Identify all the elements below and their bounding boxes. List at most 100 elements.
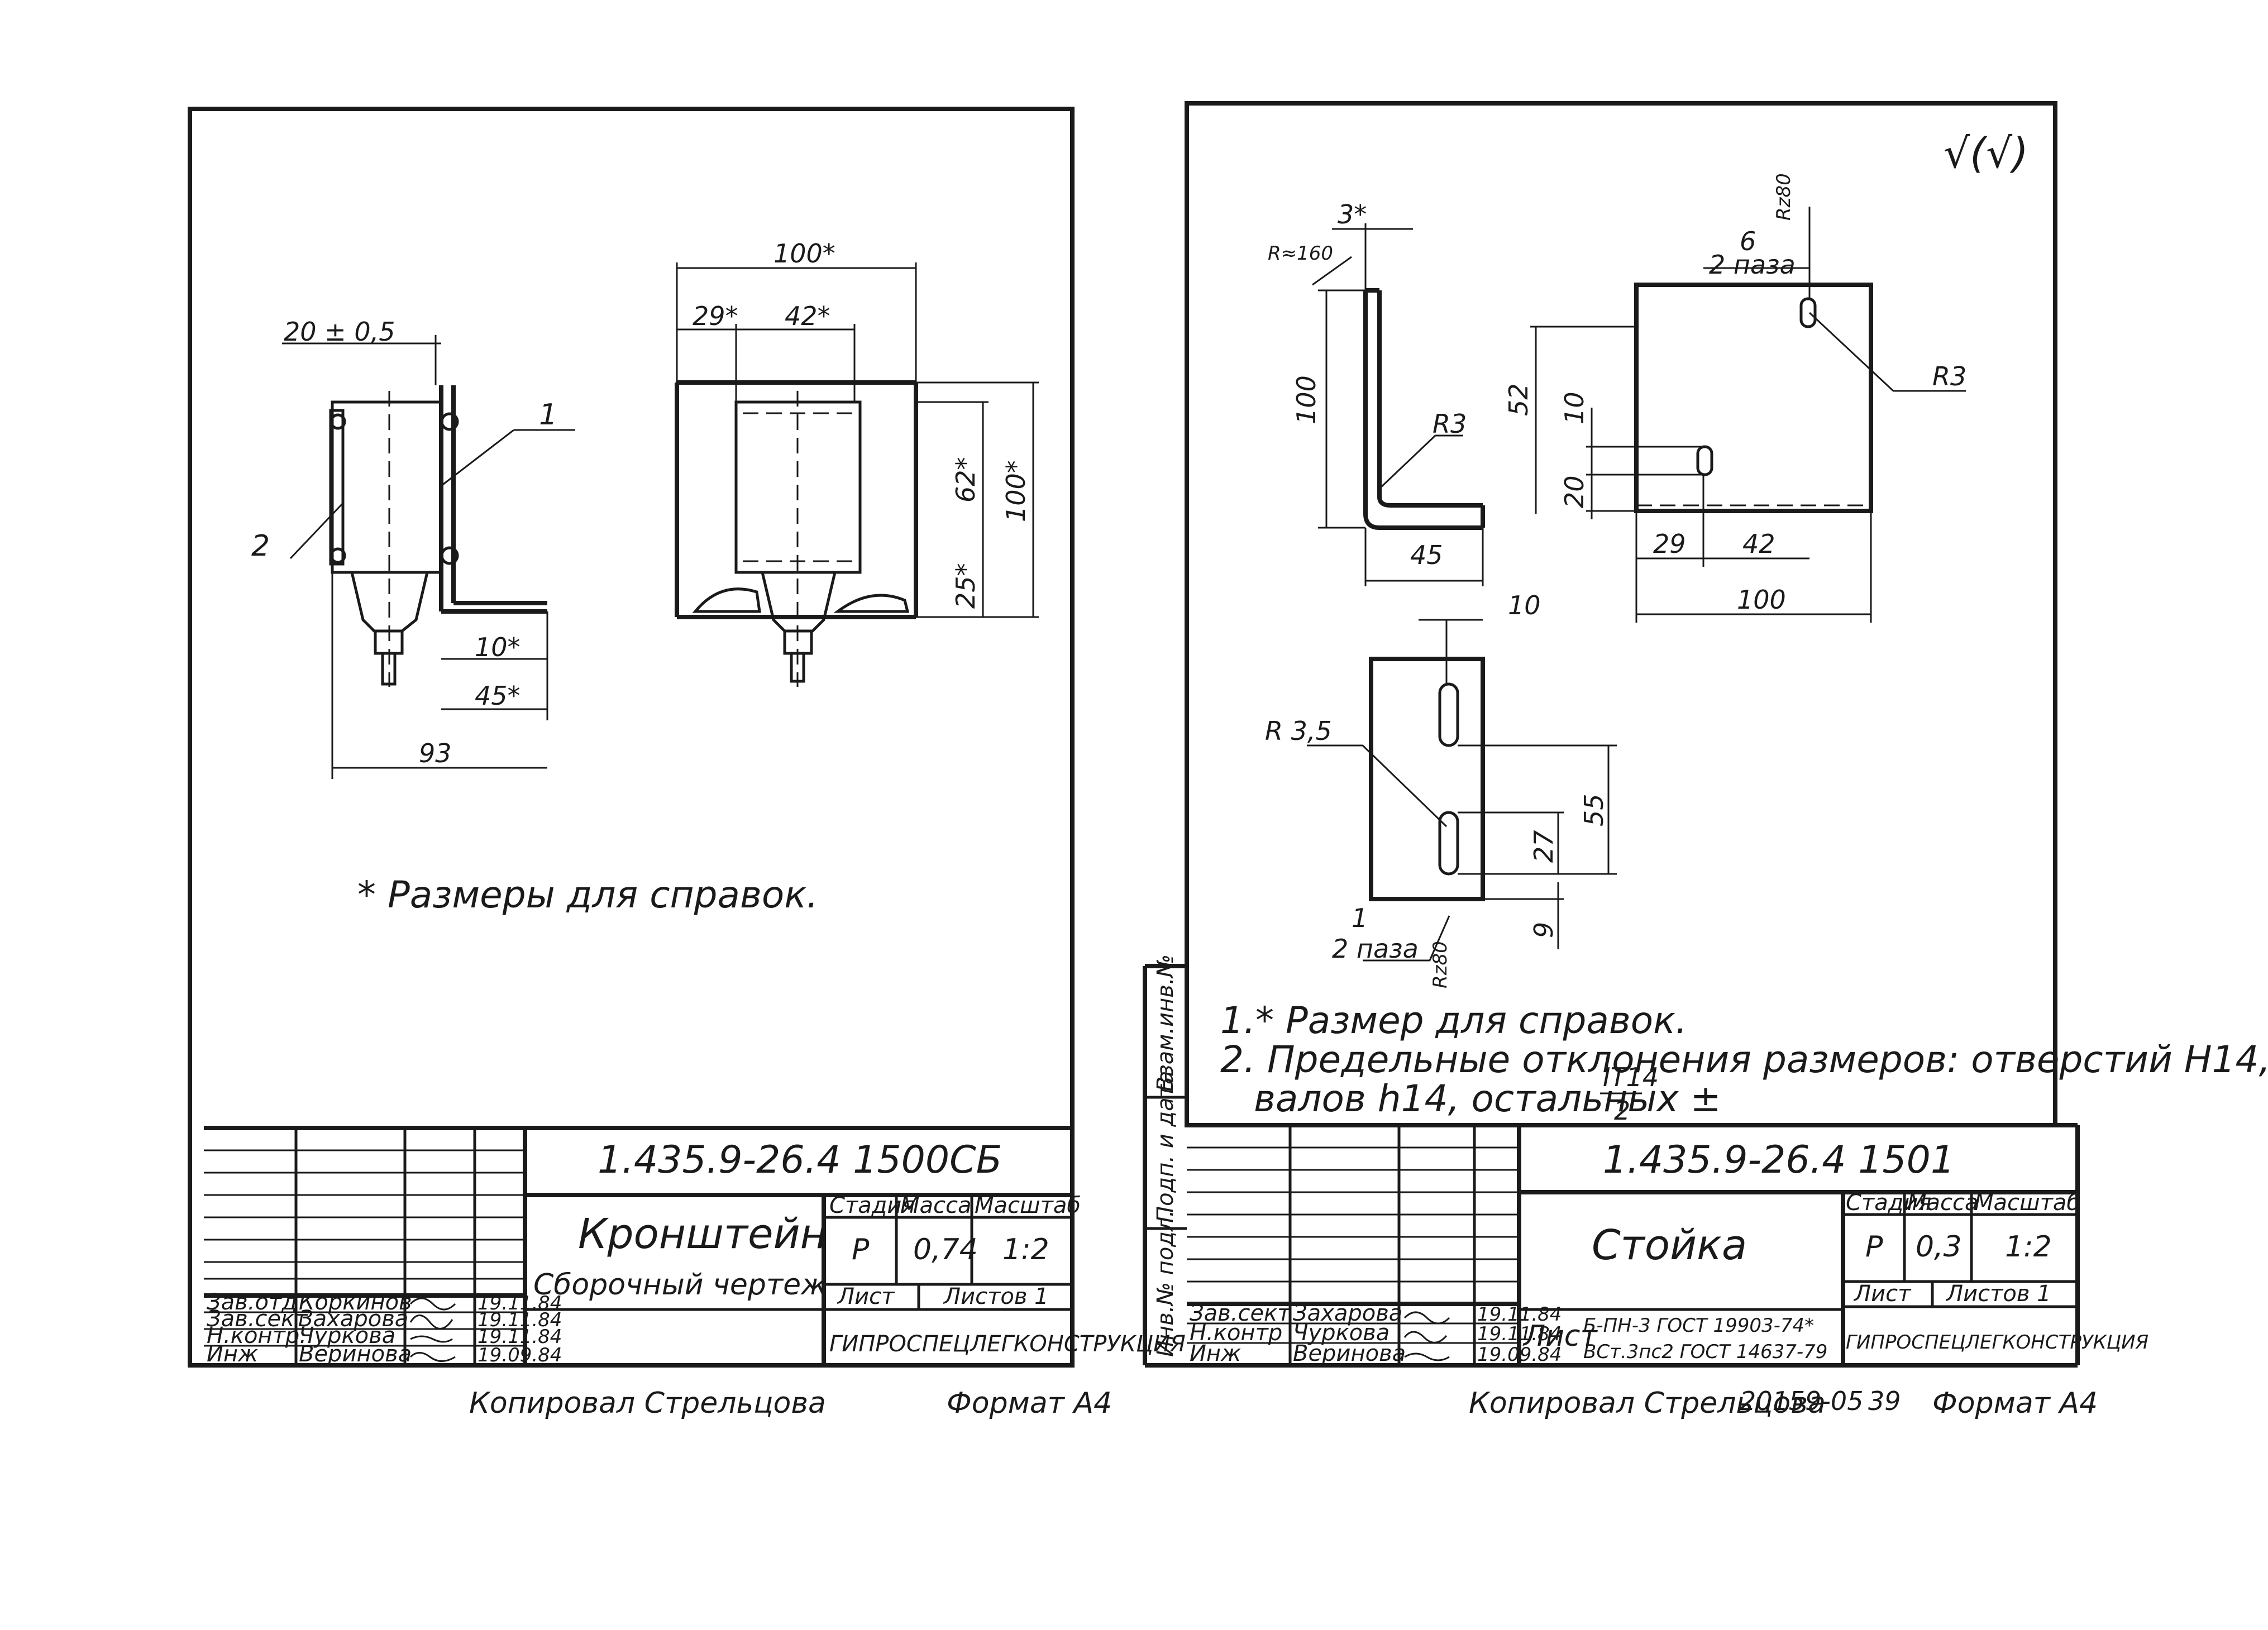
sheet-1-sig-date-3: 19.11.84 [478,1326,562,1348]
slot-count-bottom: 2 паза [1332,934,1419,964]
side-label-sign: Подп. и дата [1153,1071,1178,1223]
dim-42: 42* [785,301,830,331]
dim-62: 62* [951,457,981,503]
sheet-2-stamp-number: 20159-05 [1740,1386,1863,1416]
sheet-2-stage-header: Стадия [1846,1190,1931,1216]
sheet-2-sig-date-2: 19.11.84 [1477,1323,1562,1345]
sheet-1-sig-name-4: Веринова [299,1341,412,1367]
sheet-2-sheet-label: Лист [1853,1281,1912,1307]
dim-20: 20 ± 0,5 [284,317,395,347]
sheet-2-signature-scribbles [1403,1311,1450,1361]
sheet-1-sig-name-3: Чуркова [299,1323,395,1349]
dim-100-vert: 100* [1001,460,1031,522]
slot-count-top: 2 паза [1709,250,1796,280]
sheet-1-sig-name-1: Коркинов [299,1289,412,1315]
tolerance-denominator: 2 [1614,1096,1630,1126]
dim-25: 25* [951,563,981,609]
sheet-1-sig-date-2: 19.11.84 [478,1309,562,1331]
sheet-1-mass-header: Масса [900,1193,972,1218]
sheet-2: Инв.№ подл. Подп. и дата Взам.инв.№ √(√) [1143,101,2268,1420]
sheet-2-note-2: 2. Предельные отклонения размеров: отвер… [1220,1038,2268,1081]
bracket-front-view [675,380,918,687]
position-1-label: 1 [539,398,557,432]
dim-42-plate: 42 [1742,529,1775,559]
dim-29: 29* [693,301,738,331]
sheet-1-sig-date-1: 19.11.84 [478,1292,562,1314]
dim-10: 10* [475,632,521,662]
dim-27: 27 [1529,830,1559,863]
dim-r160: R≈160 [1268,242,1333,265]
sheet-2-title-block [1187,1123,2080,1365]
stand-plate-view [1634,283,1873,513]
dim-45-angle: 45 [1410,540,1443,570]
sheet-1-signature-scribbles [409,1297,456,1362]
sheet-2-dimension-lines [1307,207,1966,962]
sheet-1-title-block [204,1126,1072,1365]
sheet-2-stage: Р [1865,1230,1883,1264]
dim-10-slot: 10 [1508,590,1541,620]
sheet-2-sig-role-3: Инж [1190,1341,1241,1366]
sheet-1-sig-role-2: Зав.сект [207,1306,308,1332]
sheet-2-material-label: Лист [1522,1320,1598,1353]
sheet-1-doc-code: 1.435.9-26.4 1500СБ [598,1138,1002,1182]
dim-52: 52 [1503,383,1534,416]
sheet-1-sig-date-4: 19.09.84 [478,1344,562,1366]
sheet-1-sig-role-3: Н.контр. [207,1323,307,1349]
sheet-2-scale-header: Масштаб [1974,1190,2080,1216]
sheet-1-sheet-label: Лист [837,1284,895,1309]
sheet-2-material-line-2: ВСт.3пс2 ГОСТ 14637-79 [1583,1341,1827,1363]
roughness-top: Rz80 [1773,173,1795,221]
dim-20-plate: 20 [1559,475,1589,508]
sheet-2-mass: 0,3 [1916,1230,1962,1264]
dim-r3-angle: R3 [1433,409,1467,439]
bracket-side-view [329,385,547,687]
sheet-2-scale: 1:2 [2005,1230,2052,1264]
sheet-2-sig-name-3: Веринова [1293,1341,1406,1366]
dim-6: 6 [1740,226,1756,256]
sheet-2-note-3: валов h14, остальных ± [1254,1077,1721,1120]
dim-45: 45* [475,681,521,711]
sheet-2-material-line-1: Б-ПН-3 ГОСТ 19903-74* [1583,1314,1814,1337]
sheet-1-stage-header: Стадия [829,1193,915,1218]
sheet-2-note-1: 1.* Размер для справок. [1220,999,1687,1042]
dim-93: 93 [419,738,452,768]
sheet-2-sig-role-1: Зав.сект [1190,1301,1291,1326]
sheet-1-organization: ГИПРОСПЕЦЛЕГКОНСТРУКЦИЯ [829,1331,1186,1357]
sheet-2-sig-date-3: 19.09.84 [1477,1344,1562,1366]
dim-r3-plate: R3 [1932,361,1966,391]
sheet-2-part-name: Стойка [1592,1221,1747,1269]
sheet-1-sheets-count: Листов 1 [943,1284,1049,1309]
sheet-2-mass-header: Масса [1907,1190,1979,1216]
sheet-1-note: * Размеры для справок. [357,873,818,916]
dim-55: 55 [1579,794,1609,826]
sheet-2-page-number: 39 [1868,1386,1901,1416]
sheet-2-sheets-count: Листов 1 [1945,1281,2051,1307]
sheet-1-scale-header: Масштаб [975,1193,1081,1218]
sheet-2-sig-name-1: Захарова [1293,1301,1402,1326]
sheet-1-part-name: Кронштейн [578,1210,827,1258]
sheet-2-doc-code: 1.435.9-26.4 1501 [1603,1138,1955,1182]
side-label-replace: Взам.инв.№ [1153,954,1178,1092]
sheet-2-sig-role-2: Н.контр [1190,1320,1282,1346]
dim-29-plate: 29 [1653,529,1686,559]
dim-3: 3* [1338,199,1367,230]
tolerance-numerator: IT14 [1603,1062,1659,1092]
dim-9: 9 [1529,922,1559,938]
sheet-1-dimension-lines [282,262,1039,779]
sheet-1-sig-role-4: Инж [207,1341,258,1367]
dim-r35: R 3,5 [1265,716,1332,746]
side-label-inv: Инв.№ подл. [1153,1210,1178,1357]
sheet-1-frame [188,107,1075,1368]
sheet-2-format: Формат А4 [1932,1387,2098,1420]
position-1-sheet-2: 1 [1352,903,1368,933]
sheet-2-copied-by: Копировал Стрельцова [1469,1387,1826,1420]
sheet-1-stage: Р [852,1233,870,1266]
sheet-2-sig-date-1: 19.11.84 [1477,1303,1562,1326]
roughness-bottom: Rz80 [1429,941,1451,988]
sheet-1-sig-role-1: Зав.отд [207,1289,297,1315]
dim-100-angle: 100 [1291,375,1321,424]
sheet-1-sig-name-2: Захарова [299,1306,408,1332]
stand-slot-view [1369,657,1485,901]
check-mark: √(√) [1944,130,2028,178]
